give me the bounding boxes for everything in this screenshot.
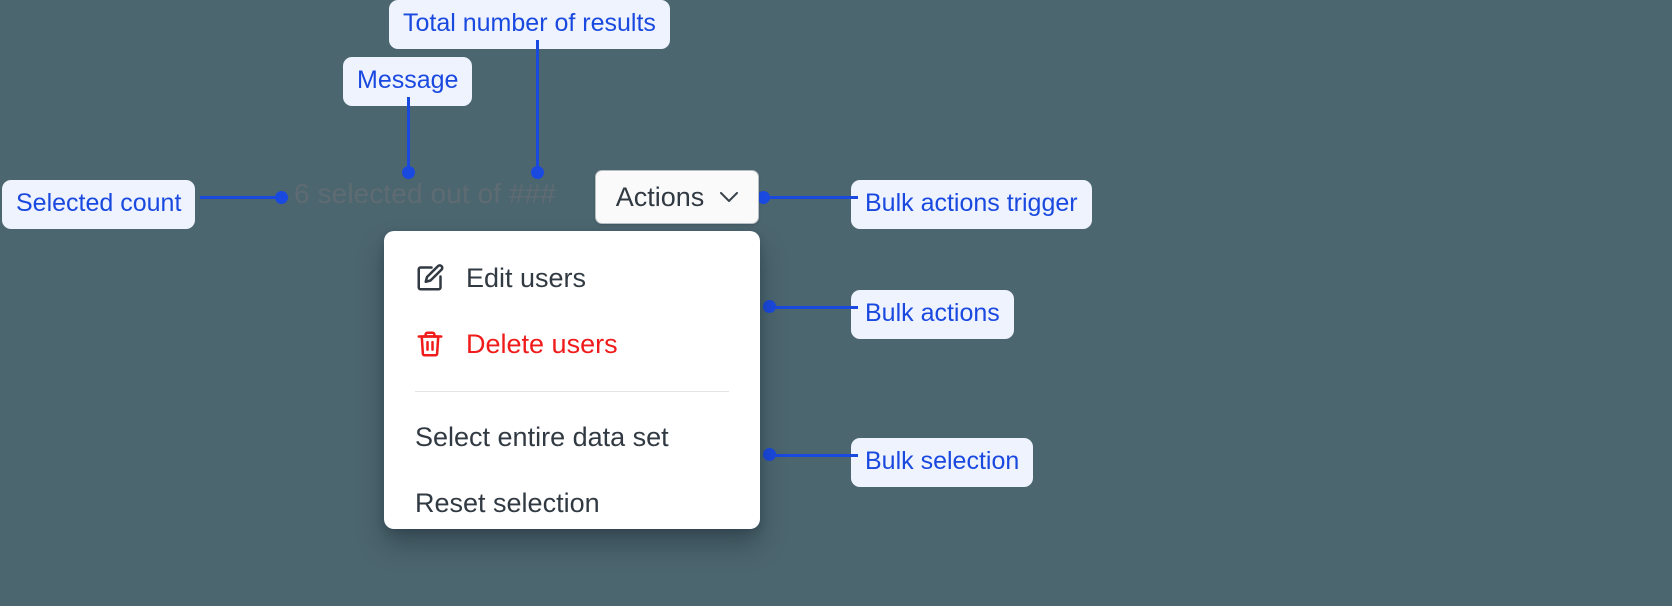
- callout-bulk-selection: Bulk selection: [851, 438, 1034, 487]
- connector-dot-bulk-selection: [763, 448, 776, 461]
- connector-dot-bulk-actions: [763, 300, 776, 313]
- trash-icon: [417, 331, 443, 357]
- connector-line-bulk-selection: [770, 454, 858, 457]
- callout-total-number-of-results: Total number of results: [389, 0, 670, 49]
- connector-dot-message: [402, 166, 415, 179]
- connector-line-bulk-actions-trigger: [763, 196, 858, 199]
- menu-item-edit-users-label: Edit users: [466, 262, 587, 293]
- chevron-down-icon: [720, 191, 739, 202]
- connector-line-total-results: [536, 40, 539, 172]
- callout-bulk-actions: Bulk actions: [851, 290, 1014, 339]
- callout-message: Message: [343, 57, 473, 106]
- bulk-actions-trigger-label: Actions: [615, 181, 705, 212]
- callout-bulk-actions-trigger: Bulk actions trigger: [851, 180, 1092, 229]
- menu-divider: [415, 391, 729, 392]
- menu-item-select-entire-data-set[interactable]: Select entire data set: [384, 404, 760, 470]
- connector-line-message: [407, 97, 410, 172]
- connector-dot-selected-count: [275, 191, 288, 204]
- menu-item-select-entire-data-set-label: Select entire data set: [415, 421, 669, 452]
- connector-line-bulk-actions: [770, 306, 858, 309]
- selection-count-message: 6 selected out of ###: [294, 178, 557, 209]
- menu-item-reset-selection-label: Reset selection: [415, 487, 600, 518]
- bulk-actions-dropdown-menu: Edit users Delete users Select entire da…: [384, 231, 760, 529]
- bulk-actions-trigger-button[interactable]: Actions: [595, 170, 759, 224]
- connector-dot-total-results: [531, 166, 544, 179]
- callout-selected-count: Selected count: [2, 180, 196, 229]
- menu-item-reset-selection[interactable]: Reset selection: [384, 470, 760, 536]
- connector-dot-bulk-actions-trigger: [757, 191, 770, 204]
- connector-line-selected-count: [200, 196, 288, 199]
- menu-item-edit-users[interactable]: Edit users: [384, 245, 760, 311]
- menu-item-delete-users-label: Delete users: [466, 328, 618, 359]
- edit-pencil-icon: [417, 264, 444, 291]
- menu-item-delete-users[interactable]: Delete users: [384, 311, 760, 377]
